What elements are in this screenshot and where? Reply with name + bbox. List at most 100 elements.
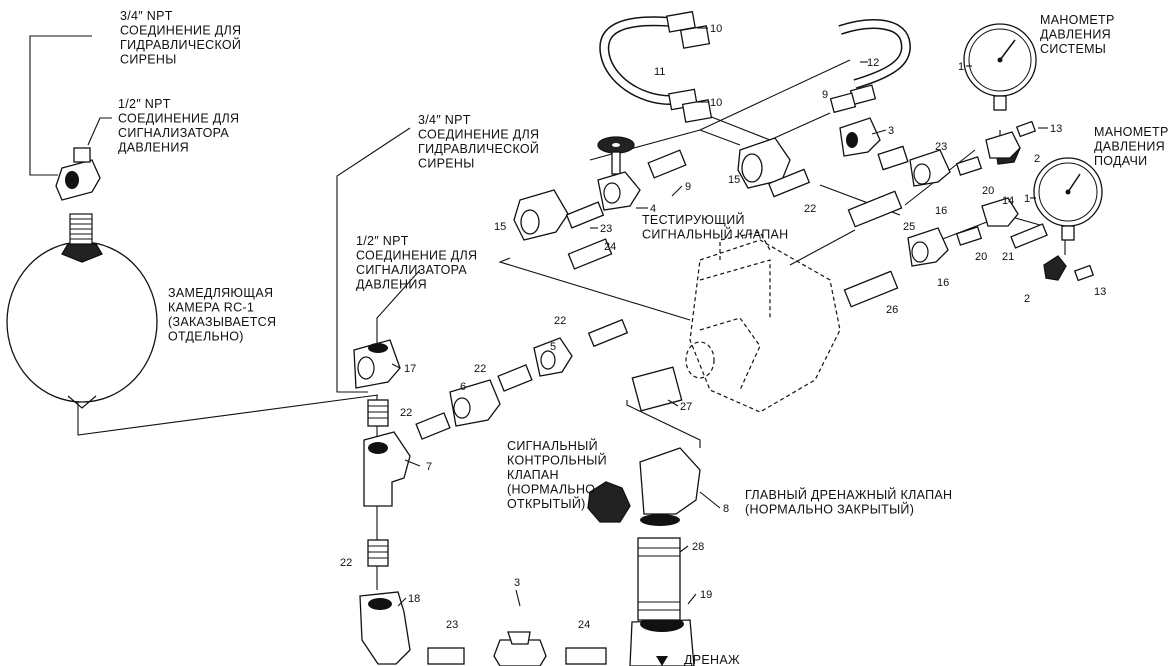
- system-pressure-gauge: [963, 23, 1037, 111]
- label-line: ДАВЛЕНИЯ: [118, 141, 189, 155]
- part-number: 16: [935, 205, 947, 217]
- drain-label: ДРЕНАЖ: [684, 653, 740, 666]
- part-number: 20: [975, 251, 987, 263]
- label-line: 3/4″ NPT: [120, 9, 173, 23]
- main-drain-label: ГЛАВНЫЙ ДРЕНАЖНЫЙ КЛАПАН(НОРМАЛЬНО ЗАКРЫ…: [745, 487, 952, 517]
- part-number: 22: [340, 557, 352, 569]
- label-line: СИСТЕМЫ: [1040, 42, 1106, 56]
- retard-chamber: [6, 147, 158, 409]
- label-line: СИГНАЛИЗАТОРА: [356, 263, 467, 277]
- part-number: 9: [822, 89, 828, 101]
- part-number: 18: [408, 593, 420, 605]
- part-number: 27: [680, 401, 692, 413]
- label-line: КАМЕРА RC-1: [168, 301, 254, 315]
- fittings-middle: [415, 149, 687, 440]
- label-line: ОТКРЫТЫЙ): [507, 496, 586, 511]
- supply-pressure-gauge: [1033, 157, 1103, 241]
- part-number: 14: [1002, 195, 1014, 207]
- part-number: 26: [886, 304, 898, 316]
- part-number: 15: [728, 174, 740, 186]
- label-line: КОНТРОЛЬНЫЙ: [507, 453, 607, 468]
- part-number: 4: [650, 203, 656, 215]
- part-number: 2: [1024, 293, 1030, 305]
- part-number: 13: [1050, 123, 1062, 135]
- part-number: 16: [937, 277, 949, 289]
- part-number: 6: [460, 381, 466, 393]
- part-number: 21: [1002, 251, 1014, 263]
- label-line: КЛАПАН: [507, 468, 559, 482]
- part-number: 23: [935, 141, 947, 153]
- label-line: ГЛАВНЫЙ ДРЕНАЖНЫЙ КЛАПАН: [745, 487, 952, 502]
- part-number: 24: [604, 241, 616, 253]
- part-number: 19: [700, 589, 712, 601]
- part-number: 8: [723, 503, 729, 515]
- part-number: 13: [1094, 286, 1106, 298]
- label-line: ЗАМЕДЛЯЮЩАЯ: [168, 286, 273, 300]
- part-number: 1: [1024, 193, 1030, 205]
- label-line: 3/4″ NPT: [418, 113, 471, 127]
- drain-arrow-icon: [656, 656, 668, 666]
- part-number: 2: [1034, 153, 1040, 165]
- part-number: 15: [494, 221, 506, 233]
- part-number: 9: [685, 181, 691, 193]
- part-number: 3: [514, 577, 520, 589]
- label-line: МАНОМЕТР: [1094, 125, 1168, 139]
- label-line: СИРЕНЫ: [418, 157, 475, 171]
- label-line: (НОРМАЛЬНО: [507, 483, 595, 497]
- label-line: СИРЕНЫ: [120, 53, 177, 67]
- part-number: 11: [654, 66, 665, 78]
- part-number: 23: [600, 223, 612, 235]
- part-number: 17: [404, 363, 416, 375]
- label-line: СОЕДИНЕНИЕ ДЛЯ: [120, 24, 241, 38]
- label-line: (НОРМАЛЬНО ЗАКРЫТЫЙ): [745, 502, 914, 517]
- label-line: ГИДРАВЛИЧЕСКОЙ: [418, 141, 539, 156]
- part-number: 22: [474, 363, 486, 375]
- label-line: МАНОМЕТР: [1040, 13, 1115, 27]
- label-line: ТЕСТИРУЮЩИЙ: [642, 212, 745, 227]
- label-line: 1/2″ NPT: [118, 97, 171, 111]
- label-line: ДАВЛЕНИЯ: [356, 278, 427, 292]
- label-line: ГИДРАВЛИЧЕСКОЙ: [120, 37, 241, 52]
- part-number: 12: [867, 57, 879, 69]
- part-number: 20: [982, 185, 994, 197]
- part-number: 22: [554, 315, 566, 327]
- label-line: ПОДАЧИ: [1094, 154, 1147, 168]
- alarm-valve-body: [685, 231, 841, 413]
- label-line: СИГНАЛЬНЫЙ КЛАПАН: [642, 227, 789, 242]
- label-line: СОЕДИНЕНИЕ ДЛЯ: [118, 112, 239, 126]
- part-number: 24: [578, 619, 590, 631]
- part-number: 25: [903, 221, 915, 233]
- part-number: 1: [958, 61, 964, 73]
- part-number: 22: [804, 203, 816, 215]
- left-trim-stack: [353, 339, 701, 666]
- part-number: 3: [888, 125, 894, 137]
- label-line: ДАВЛЕНИЯ: [1040, 28, 1111, 42]
- label-line: СОЕДИНЕНИЕ ДЛЯ: [356, 249, 477, 263]
- leader-lines: [391, 27, 1048, 607]
- label-line: СИГНАЛЬНЫЙ: [507, 438, 598, 453]
- part-number: 10: [710, 23, 722, 35]
- label-line: ОТДЕЛЬНО): [168, 330, 244, 344]
- part-number: 23: [446, 619, 458, 631]
- part-number: 28: [692, 541, 704, 553]
- part-number: 10: [710, 97, 722, 109]
- part-numbers: 10 10 11 12 1 1 13 13 9 9 3 3 23 23 23 2…: [340, 23, 1106, 631]
- label-line: СИГНАЛИЗАТОРА: [118, 126, 229, 140]
- part-number: 7: [426, 461, 432, 473]
- hoses: [599, 10, 911, 123]
- part-number: 5: [550, 341, 556, 353]
- label-line: 1/2″ NPT: [356, 234, 409, 248]
- label-line: (ЗАКАЗЫВАЕТСЯ: [168, 315, 276, 329]
- label-line: ДАВЛЕНИЯ: [1094, 140, 1165, 154]
